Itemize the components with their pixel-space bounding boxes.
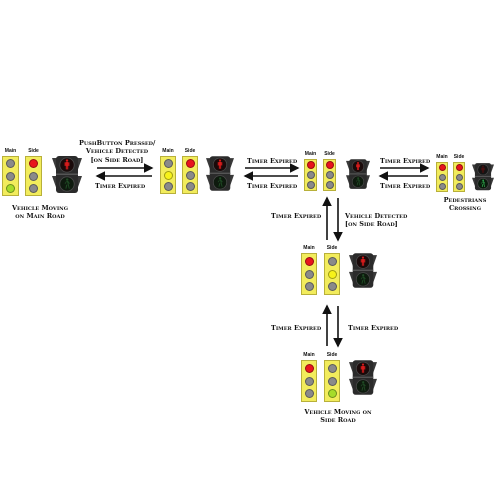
main-label: Main [162,148,174,154]
side-lamp-yellow [327,376,337,386]
pedestrian-signal-icon [472,163,494,191]
caption-pedestrians-crossing: Pedestrians Crossing [434,196,496,213]
side-lamp-red [327,363,337,373]
side-lamp-green [327,389,337,399]
main-lamp-red [438,164,446,172]
caption-line: Pedestrians [443,196,487,204]
label-t2-back: Timer Expired [247,182,298,190]
side-label: Side [28,148,39,154]
side-lamp-yellow [29,171,38,181]
side-lamp-yellow [185,170,195,180]
pedestrian-signal-icon [206,156,234,191]
caption-line: on Main Road [15,212,65,221]
main-lamp-green [438,182,446,190]
label-t4-down: Vehicle Detected [on Side Road] [345,212,407,229]
label-line: PushButton Pressed/ [79,139,156,147]
label-t1-forward: PushButton Pressed/ Vehicle Detected [on… [79,139,155,164]
side-lamp-green [455,182,463,190]
side-label: Side [184,148,196,154]
main-lamp-green [304,389,314,399]
main-lamp-yellow [163,170,173,180]
label-t3-back: Timer Expired [380,182,431,190]
label-line: Vehicle Detected [85,147,149,156]
caption-line: Crossing [449,204,481,213]
side-signal-housing [324,360,340,402]
main-lamp-red [304,363,314,373]
main-signal-housing [160,156,176,194]
pedestrian-signal-icon [346,159,370,189]
main-label: Main [4,148,17,154]
side-signal-housing [323,159,336,191]
main-lamp-red [306,161,315,169]
label-line: [on Side Road] [90,155,144,164]
label-t3-forward: Timer Expired [380,157,431,165]
label-t1-back: Timer Expired [95,182,146,190]
main-signal-housing [2,156,19,196]
main-lamp-red [163,158,173,168]
main-lamp-red [304,256,314,266]
side-signal-housing [324,253,340,295]
side-lamp-green [325,181,334,189]
caption-vehicle-moving-main: Vehicle Moving on Main Road [2,204,78,221]
pedestrian-signal-icon [349,360,377,395]
side-label: Side [326,245,338,251]
pedestrian-signal-icon [52,156,82,193]
label-line: Vehicle Detected [345,212,408,220]
main-label: Main [303,352,315,358]
side-lamp-red [185,158,195,168]
side-lamp-yellow [327,269,337,279]
side-lamp-red [327,256,337,266]
main-lamp-red [6,159,15,169]
label-t5-up: Timer Expired [271,324,322,332]
caption-line: Side Road [320,416,356,425]
main-signal-housing [301,253,317,295]
label-line: [on Side Road] [345,220,398,229]
main-signal-housing [436,162,448,192]
main-lamp-yellow [306,171,315,179]
pedestrian-signal-icon [349,253,377,288]
side-label: Side [326,352,338,358]
side-lamp-yellow [325,171,334,179]
main-lamp-yellow [438,173,446,181]
side-signal-housing [182,156,198,194]
side-label: Side [453,154,465,160]
caption-line: Vehicle Moving on [304,408,372,416]
main-lamp-yellow [304,376,314,386]
side-lamp-red [29,159,38,169]
caption-line: Vehicle Moving [11,204,68,212]
main-signal-housing [301,360,317,402]
side-signal-housing [25,156,42,196]
main-lamp-yellow [304,269,314,279]
side-signal-housing [453,162,465,192]
main-lamp-green [304,282,314,292]
label-t4-up: Timer Expired [271,212,322,220]
label-t5-down: Timer Expired [348,324,399,332]
main-lamp-green [163,182,173,192]
side-lamp-red [325,161,334,169]
main-label: Main [303,245,315,251]
side-lamp-green [29,183,38,193]
main-signal-housing [304,159,317,191]
caption-vehicle-moving-side: Vehicle Moving on Side Road [298,408,378,425]
side-label: Side [324,151,335,157]
main-label: Main [436,154,448,160]
side-lamp-red [455,164,463,172]
side-lamp-green [327,282,337,292]
main-lamp-green [6,183,15,193]
main-label: Main [304,151,317,157]
label-t2-forward: Timer Expired [247,157,298,165]
side-lamp-green [185,182,195,192]
side-lamp-yellow [455,173,463,181]
main-lamp-yellow [6,171,15,181]
main-lamp-green [306,181,315,189]
